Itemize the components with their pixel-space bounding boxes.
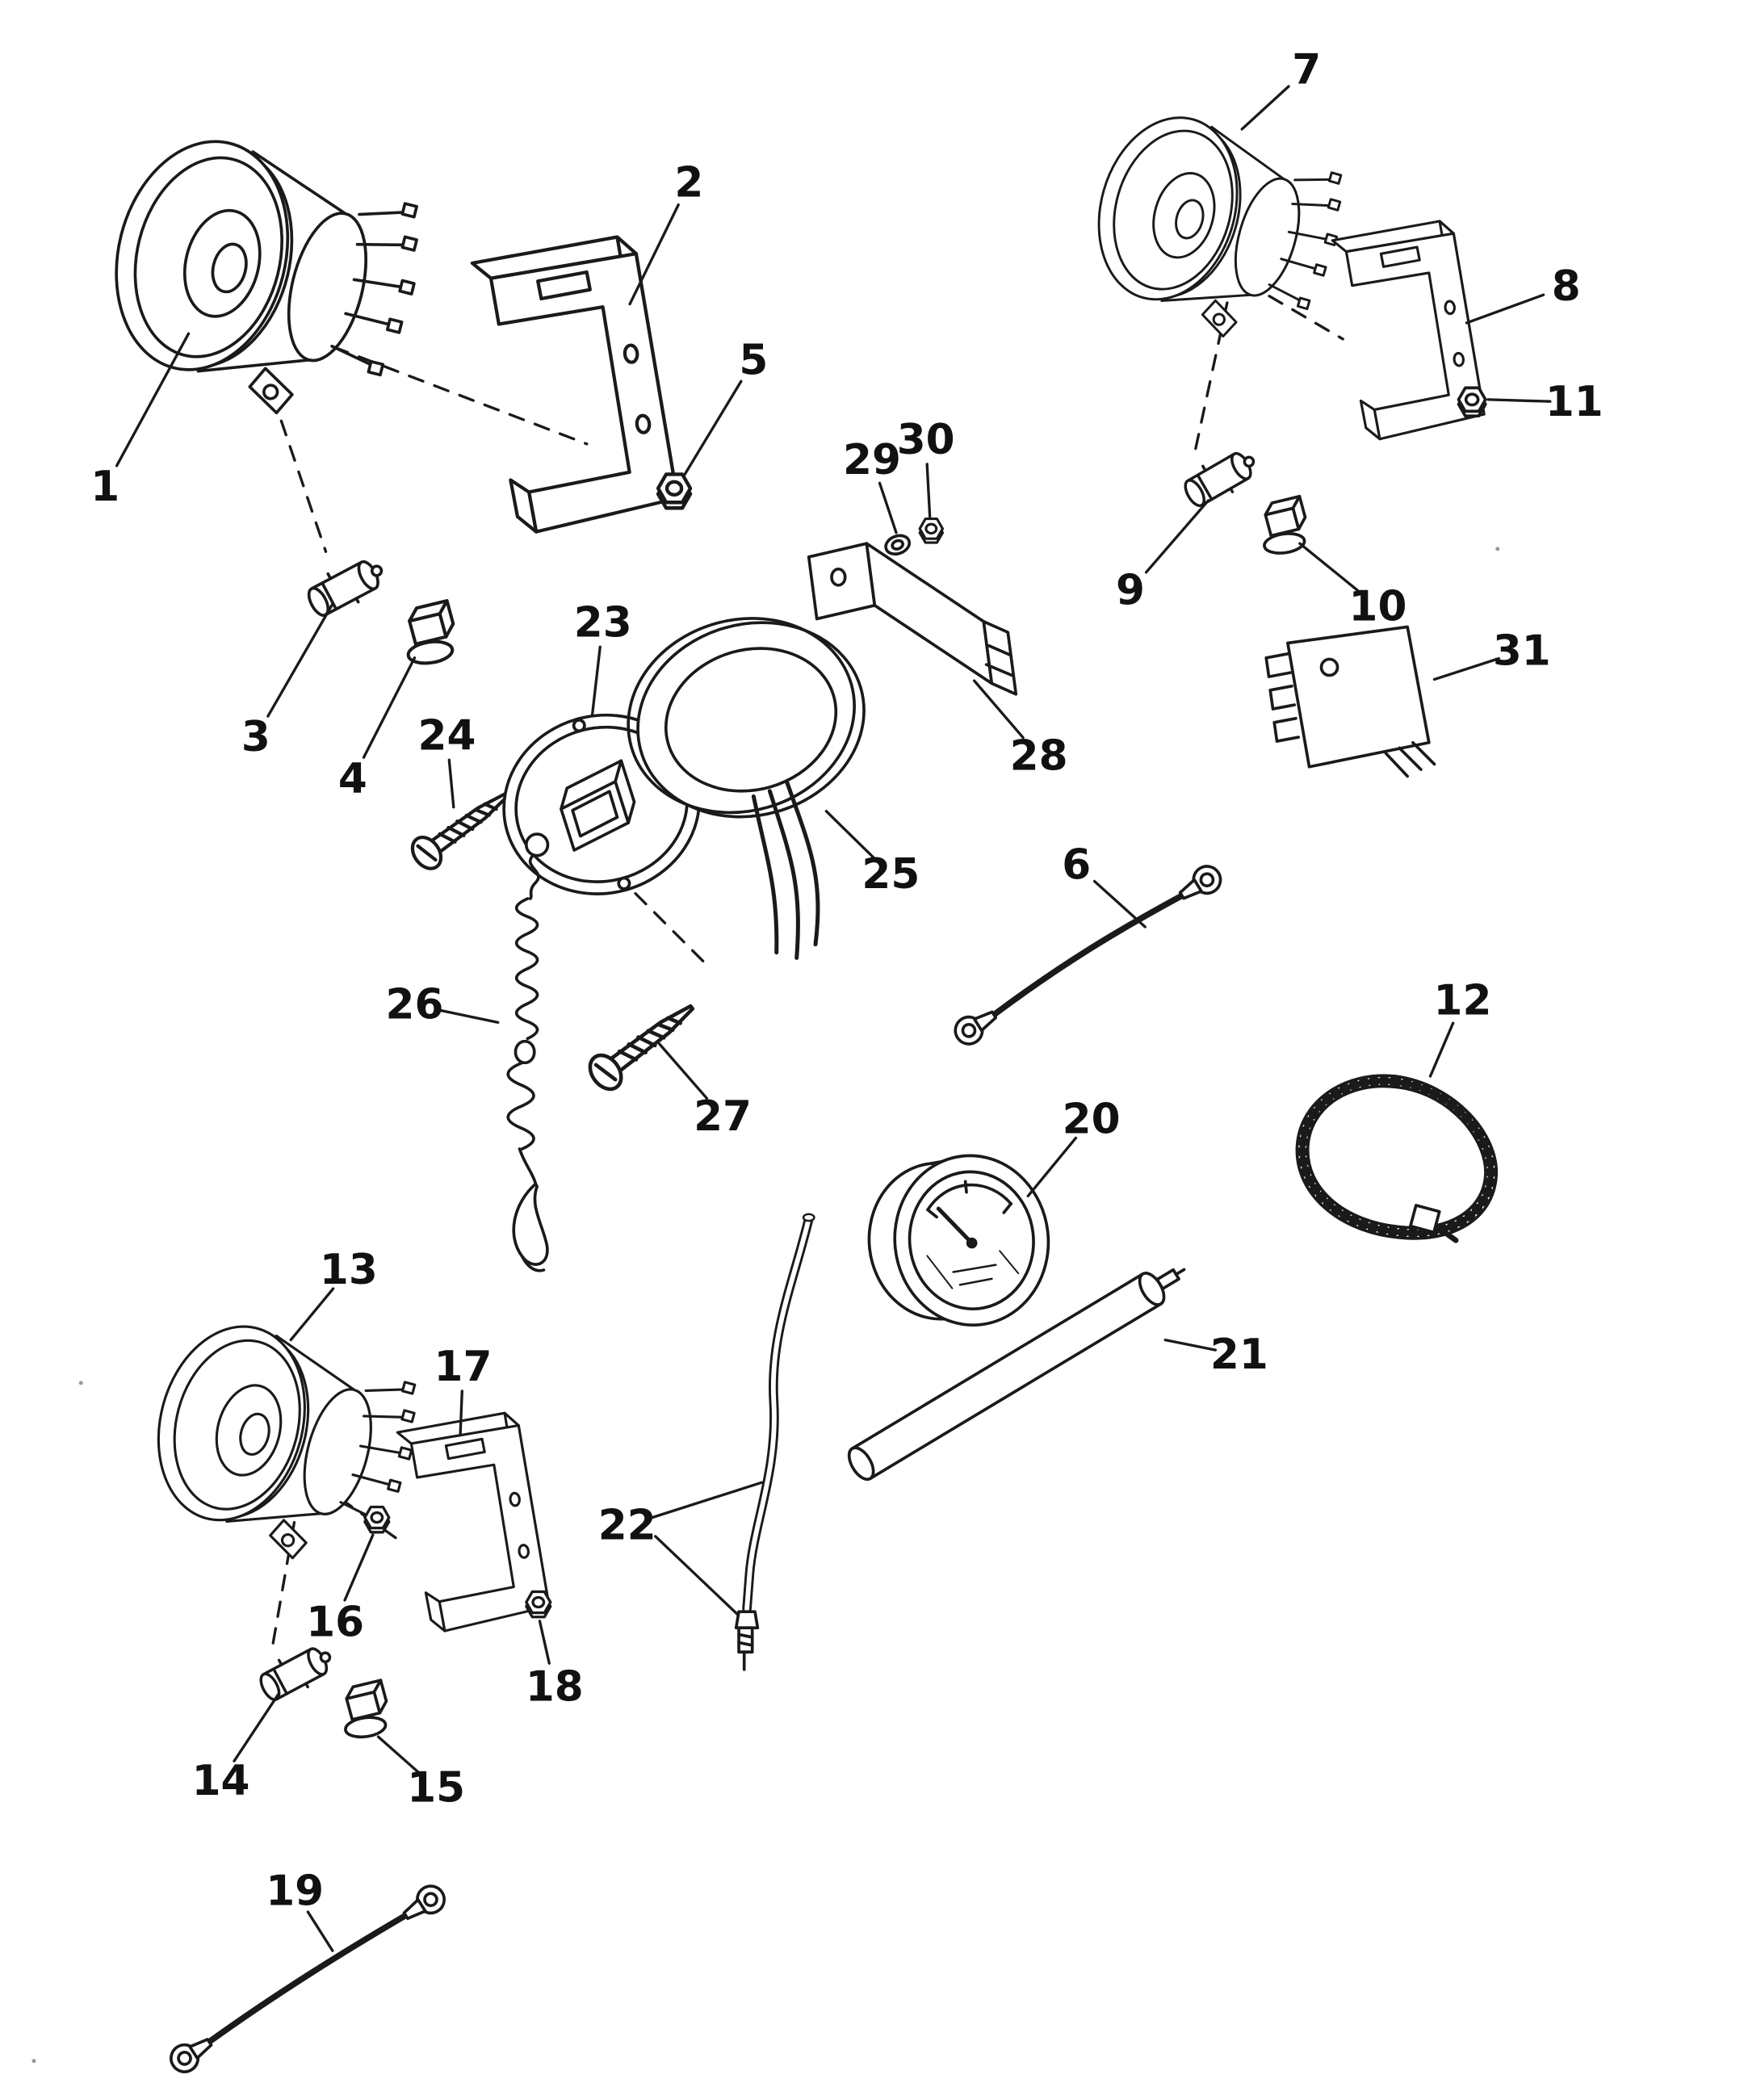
part-27-screw: [584, 992, 702, 1095]
leader-23: [590, 645, 602, 718]
leader-lines: [115, 85, 1552, 1952]
callout-14-lamp-socket: 14: [192, 1757, 250, 1805]
leader-30: [925, 463, 932, 518]
leader-17: [459, 1390, 463, 1436]
leader-10: [1298, 542, 1360, 593]
callout-12-cable-strap: 12: [1434, 977, 1492, 1025]
callout-9-lamp-socket: 9: [1116, 566, 1145, 614]
callout-19-wire-with-eyelets: 19: [266, 1867, 324, 1916]
callout-21-tube: 21: [1210, 1331, 1268, 1379]
callout-29-washer: 29: [843, 436, 901, 484]
part-11-hex-nut: [1457, 386, 1487, 418]
leader-extra-22: [654, 1535, 740, 1616]
callout-24-screw: 24: [418, 711, 476, 760]
callout-1-gauge: 1: [90, 463, 119, 511]
part-26-lanyard-spring: [506, 832, 550, 1272]
callout-3-lamp-socket: 3: [241, 713, 270, 761]
callout-4-nut-cap: 4: [338, 755, 367, 803]
part-1-gauge: [86, 121, 438, 439]
leader-25: [824, 810, 875, 859]
part-3-lamp-socket: [300, 549, 392, 624]
leader-8: [1465, 293, 1545, 325]
leader-4: [362, 656, 417, 759]
callout-6-wire-with-eyelets: 6: [1062, 840, 1091, 889]
part-29-washer: [882, 530, 914, 559]
part-22-hose: [734, 1213, 815, 1671]
leader-16: [343, 1533, 375, 1602]
callout-11-hex-nut: 11: [1545, 378, 1604, 426]
part-4-nut-cap: [401, 601, 458, 666]
leader-21: [1163, 1338, 1218, 1352]
part-24-screw: [407, 781, 517, 874]
callout-8-mounting-bracket: 8: [1552, 262, 1581, 311]
callout-7-gauge: 7: [1292, 46, 1321, 94]
callout-18-hex-nut: 18: [526, 1662, 584, 1711]
leader-18: [538, 1620, 551, 1665]
leader-1: [115, 332, 191, 467]
part-28-bracket: [807, 542, 1018, 696]
leader-28: [972, 679, 1025, 740]
callout-27-screw: 27: [694, 1092, 752, 1141]
part-31-finned-bracket: [1264, 625, 1436, 778]
part-21-tube: [847, 1268, 1186, 1482]
part-5-hex-nut: [658, 474, 690, 508]
gauge-wires: [751, 781, 820, 960]
part-12-cable-strap: [1295, 1074, 1498, 1243]
part-19-wire: [164, 1879, 451, 2079]
leader-9: [1144, 499, 1210, 574]
leader-15: [376, 1735, 420, 1774]
part-6-wire: [949, 859, 1227, 1051]
callout-13-gauge: 13: [320, 1246, 378, 1294]
part-20-pressure-gauge: [867, 1154, 1050, 1327]
callout-31-finned-bracket: 31: [1493, 627, 1551, 675]
leader-29: [878, 481, 898, 534]
leader-26: [437, 1008, 500, 1025]
callout-25-bezel-ring: 25: [862, 850, 920, 899]
part-14-lamp-socket: [253, 1637, 339, 1708]
callout-28-bracket: 28: [1010, 731, 1068, 780]
scan-specks: [31, 547, 1500, 2064]
leader-20: [1026, 1136, 1078, 1197]
part-2-mounting-bracket: [471, 233, 679, 535]
leader-2: [628, 203, 680, 306]
part-18-hex-nut: [525, 1590, 552, 1619]
leader-27: [658, 1042, 709, 1100]
callout-22-hose: 22: [598, 1502, 656, 1550]
callout-23-mounting-plate: 23: [574, 598, 632, 647]
callout-17-mounting-bracket: 17: [434, 1343, 493, 1391]
leader-24: [447, 758, 455, 809]
leader-13: [289, 1287, 335, 1342]
part-25-bezel-ring: [627, 617, 866, 819]
part-30-nut: [918, 517, 945, 544]
leader-14: [233, 1692, 280, 1763]
part-9-lamp-socket: [1177, 441, 1264, 513]
part-16-hex-nut: [363, 1505, 391, 1534]
leader-22: [648, 1481, 764, 1520]
part-15-nut-cap: [337, 1678, 392, 1742]
callout-16-hex-nut: 16: [306, 1598, 364, 1646]
callout-5-hex-nut: 5: [739, 337, 768, 385]
leader-31: [1432, 656, 1500, 681]
leader-3: [266, 602, 334, 718]
leader-11: [1486, 398, 1552, 403]
callout-20-pressure-gauge: 20: [1063, 1095, 1121, 1143]
callout-10-nut-cap: 10: [1349, 582, 1407, 631]
part-13-gauge: [132, 1308, 434, 1582]
callout-26-lanyard-spring: 26: [386, 981, 444, 1029]
part-7-gauge: [1072, 99, 1359, 360]
callout-15-nut-cap: 15: [407, 1763, 465, 1812]
leader-12: [1428, 1021, 1455, 1078]
callout-2-mounting-bracket: 2: [674, 159, 703, 207]
leader-7: [1240, 85, 1290, 131]
callout-30-nut: 30: [897, 416, 955, 464]
leader-19: [306, 1910, 334, 1952]
leader-6: [1092, 879, 1147, 928]
leader-5: [682, 379, 743, 478]
